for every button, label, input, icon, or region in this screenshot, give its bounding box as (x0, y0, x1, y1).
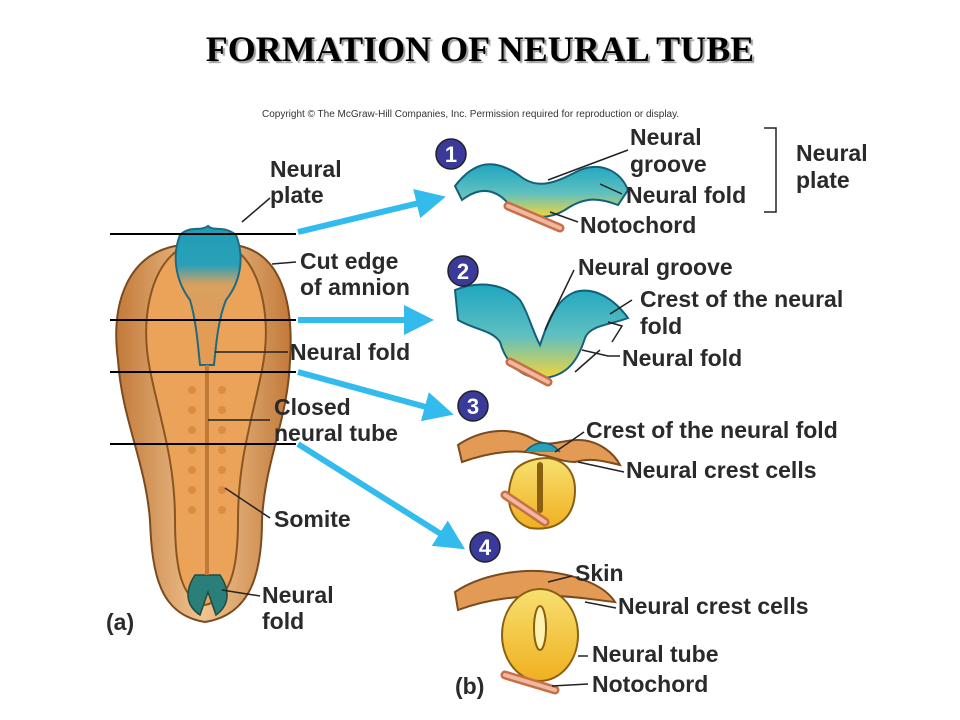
label-cut-edge-1: Cut edge (300, 248, 398, 274)
somite-dots (188, 386, 226, 514)
label-2-groove: Neural groove (578, 254, 733, 280)
label-1-plate-2: plate (796, 167, 850, 193)
neural-plate-region (174, 224, 242, 366)
badge-3 (457, 390, 489, 422)
label-4-notochord: Notochord (592, 671, 708, 697)
label-cut-edge-2: of amnion (300, 274, 410, 300)
section-2-fold (453, 283, 630, 380)
label-1-groove-1: Neural (630, 124, 702, 150)
arrow-4 (296, 441, 466, 550)
label-neural-fold: Neural fold (290, 339, 410, 365)
badge-2 (447, 255, 479, 287)
badge-2-number: 2 (457, 259, 469, 284)
label-closed-1: Closed (274, 394, 351, 420)
label-3-crest-cells: Neural crest cells (626, 457, 817, 483)
section-3 (456, 429, 622, 530)
step-badges: 1 2 3 4 (435, 138, 501, 563)
section-1 (453, 163, 630, 233)
label-2-fold: Neural fold (622, 345, 742, 371)
label-neural-plate-1: Neural (270, 156, 342, 182)
label-neural-fold-bottom-2: fold (262, 608, 304, 634)
label-1-groove-2: groove (630, 151, 707, 177)
embryo-illustration (115, 224, 292, 624)
label-4-tube: Neural tube (592, 641, 719, 667)
label-1-fold: Neural fold (626, 182, 746, 208)
label-4-crest-cells: Neural crest cells (618, 593, 809, 619)
label-3-crest: Crest of the neural fold (586, 417, 838, 443)
page-title: FORMATION OF NEURAL TUBE (205, 29, 755, 69)
tail-fold (187, 574, 228, 617)
section-1-plate (453, 163, 630, 218)
label-somite: Somite (274, 506, 351, 532)
arrow-3 (297, 369, 454, 422)
section-lines (110, 233, 296, 445)
leader-lines-a (208, 197, 297, 597)
section-4 (453, 569, 617, 695)
badge-1-number: 1 (445, 142, 457, 167)
label-4-skin: Skin (575, 560, 624, 586)
label-1-notochord: Notochord (580, 212, 696, 238)
arrow-1 (297, 189, 446, 235)
leader-lines-b (544, 127, 777, 687)
panel-b-label: (b) (455, 673, 484, 699)
label-closed-2: neural tube (274, 420, 398, 446)
section-arrows (296, 189, 466, 550)
badge-4-number: 4 (479, 535, 492, 560)
badge-1 (435, 138, 467, 170)
copyright-notice: Copyright © The McGraw-Hill Companies, I… (262, 109, 680, 120)
badge-3-number: 3 (467, 394, 479, 419)
label-neural-fold-bottom-1: Neural (262, 582, 334, 608)
label-2-crest-1: Crest of the neural (640, 286, 843, 312)
label-1-plate-1: Neural (796, 140, 868, 166)
panel-a-label: (a) (106, 609, 134, 635)
section-2 (453, 283, 630, 387)
label-neural-plate-2: plate (270, 182, 324, 208)
label-2-crest-2: fold (640, 313, 682, 339)
badge-4 (469, 531, 501, 563)
